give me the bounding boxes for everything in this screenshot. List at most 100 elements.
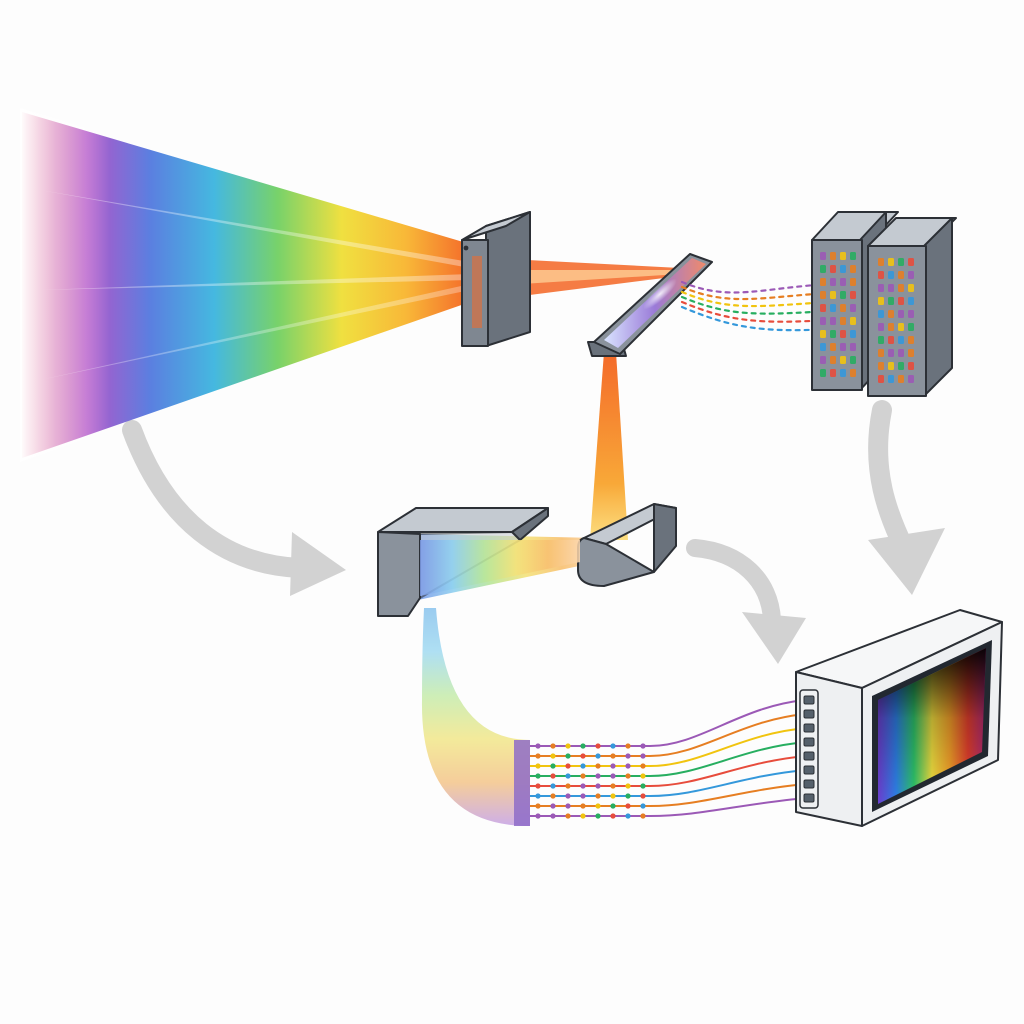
detector-pixel bbox=[830, 252, 836, 260]
display-port-panel bbox=[799, 689, 819, 809]
detector-pixel bbox=[820, 265, 826, 273]
display-port bbox=[803, 751, 815, 761]
fiber-bead bbox=[610, 763, 616, 769]
detector-pixel bbox=[888, 271, 894, 279]
fiber-bead bbox=[565, 803, 571, 809]
detector-pixel bbox=[878, 336, 884, 344]
fiber-bead bbox=[535, 743, 541, 749]
mirror-fiber-strand bbox=[680, 305, 832, 332]
fiber-bead bbox=[610, 803, 616, 809]
detector-pixel bbox=[820, 304, 826, 312]
spectrum-display bbox=[795, 609, 1003, 827]
fiber-bead bbox=[595, 783, 601, 789]
flow-arrows bbox=[122, 400, 945, 664]
detector-pixel bbox=[840, 265, 846, 273]
detector-right-front bbox=[867, 245, 927, 397]
fiber-bead bbox=[550, 773, 556, 779]
detector-pixel bbox=[878, 310, 884, 318]
display-port bbox=[803, 709, 815, 719]
diffraction-grating bbox=[377, 507, 580, 617]
fiber-bead bbox=[625, 743, 631, 749]
mirror-fiber-strand bbox=[680, 280, 832, 294]
fiber-bead bbox=[565, 753, 571, 759]
fiber-bead bbox=[610, 783, 616, 789]
display-port bbox=[803, 695, 815, 705]
detector-pixel bbox=[820, 330, 826, 338]
detector-pixel bbox=[898, 284, 904, 292]
fiber-bead bbox=[595, 743, 601, 749]
optic-front bbox=[577, 537, 655, 587]
fiber-bead bbox=[550, 783, 556, 789]
detector-pixel bbox=[888, 362, 894, 370]
fiber-bead bbox=[550, 793, 556, 799]
detector-pixel bbox=[820, 252, 826, 260]
fiber-bead bbox=[595, 813, 601, 819]
fiber-bead bbox=[640, 763, 646, 769]
arrow-detector-to-display bbox=[868, 400, 915, 560]
detector-pixel bbox=[878, 297, 884, 305]
display-port bbox=[803, 793, 815, 803]
focusing-optic bbox=[577, 503, 677, 587]
display-input-ports bbox=[799, 689, 819, 809]
detector-pixel bbox=[908, 271, 914, 279]
fiber-bead bbox=[625, 803, 631, 809]
detector-pixel bbox=[850, 265, 856, 273]
detector-pixel bbox=[878, 284, 884, 292]
detector-pixel bbox=[898, 310, 904, 318]
detector-pixel bbox=[850, 252, 856, 260]
mirror-fiber-strand bbox=[680, 290, 832, 308]
mirror-to-grating-beam bbox=[590, 352, 628, 540]
mirror-fiber-strand bbox=[680, 295, 832, 315]
detector-pixel bbox=[878, 349, 884, 357]
detector-pixel bbox=[888, 336, 894, 344]
slit-to-mirror-beam-core bbox=[490, 270, 680, 286]
detector-pixel bbox=[840, 278, 846, 286]
detector-pixel bbox=[850, 330, 856, 338]
detector-pixel bbox=[840, 343, 846, 351]
detector-pixel bbox=[850, 304, 856, 312]
display-port bbox=[803, 765, 815, 775]
fiber-bead bbox=[640, 743, 646, 749]
dichroic-mirror bbox=[587, 253, 713, 357]
fiber-bead bbox=[625, 793, 631, 799]
detector-pixel bbox=[840, 356, 846, 364]
detector-pixel bbox=[888, 310, 894, 318]
fiber-bead bbox=[640, 803, 646, 809]
detector-pixel bbox=[820, 356, 826, 364]
fiber-bead bbox=[610, 753, 616, 759]
ribbon-fiber-strand bbox=[530, 741, 807, 777]
display-front-left bbox=[795, 671, 863, 827]
detector-pixel bbox=[850, 317, 856, 325]
display-port bbox=[803, 723, 815, 733]
fiber-bead bbox=[550, 743, 556, 749]
arrow-optic-to-display-head bbox=[742, 612, 806, 664]
fiber-bead bbox=[580, 813, 586, 819]
detector-pixel bbox=[850, 369, 856, 377]
fiber-bundle bbox=[421, 608, 807, 826]
grating-surface bbox=[420, 540, 580, 596]
detector-pixel bbox=[908, 375, 914, 383]
fiber-bead bbox=[580, 773, 586, 779]
fiber-bead bbox=[550, 763, 556, 769]
fiber-bead bbox=[565, 783, 571, 789]
detector-pixel bbox=[820, 291, 826, 299]
detector-pixel bbox=[908, 323, 914, 331]
fiber-bead bbox=[595, 753, 601, 759]
fiber-bead bbox=[535, 803, 541, 809]
fiber-bead bbox=[610, 813, 616, 819]
mirror-to-detector-fibers bbox=[680, 280, 832, 332]
ribbon-fiber-strand bbox=[530, 797, 807, 817]
fiber-bead bbox=[550, 753, 556, 759]
fiber-bead bbox=[535, 753, 541, 759]
detector-pixel bbox=[820, 317, 826, 325]
detector-pixel bbox=[898, 323, 904, 331]
grating-front bbox=[377, 531, 421, 617]
fiber-bead bbox=[565, 773, 571, 779]
fiber-ribbon bbox=[421, 608, 530, 826]
detector-pixel bbox=[898, 375, 904, 383]
detector-pixel bbox=[888, 297, 894, 305]
fiber-bead bbox=[610, 793, 616, 799]
ribbon-fiber-strand bbox=[530, 755, 807, 787]
fiber-bead bbox=[580, 753, 586, 759]
detector-pixel bbox=[908, 349, 914, 357]
